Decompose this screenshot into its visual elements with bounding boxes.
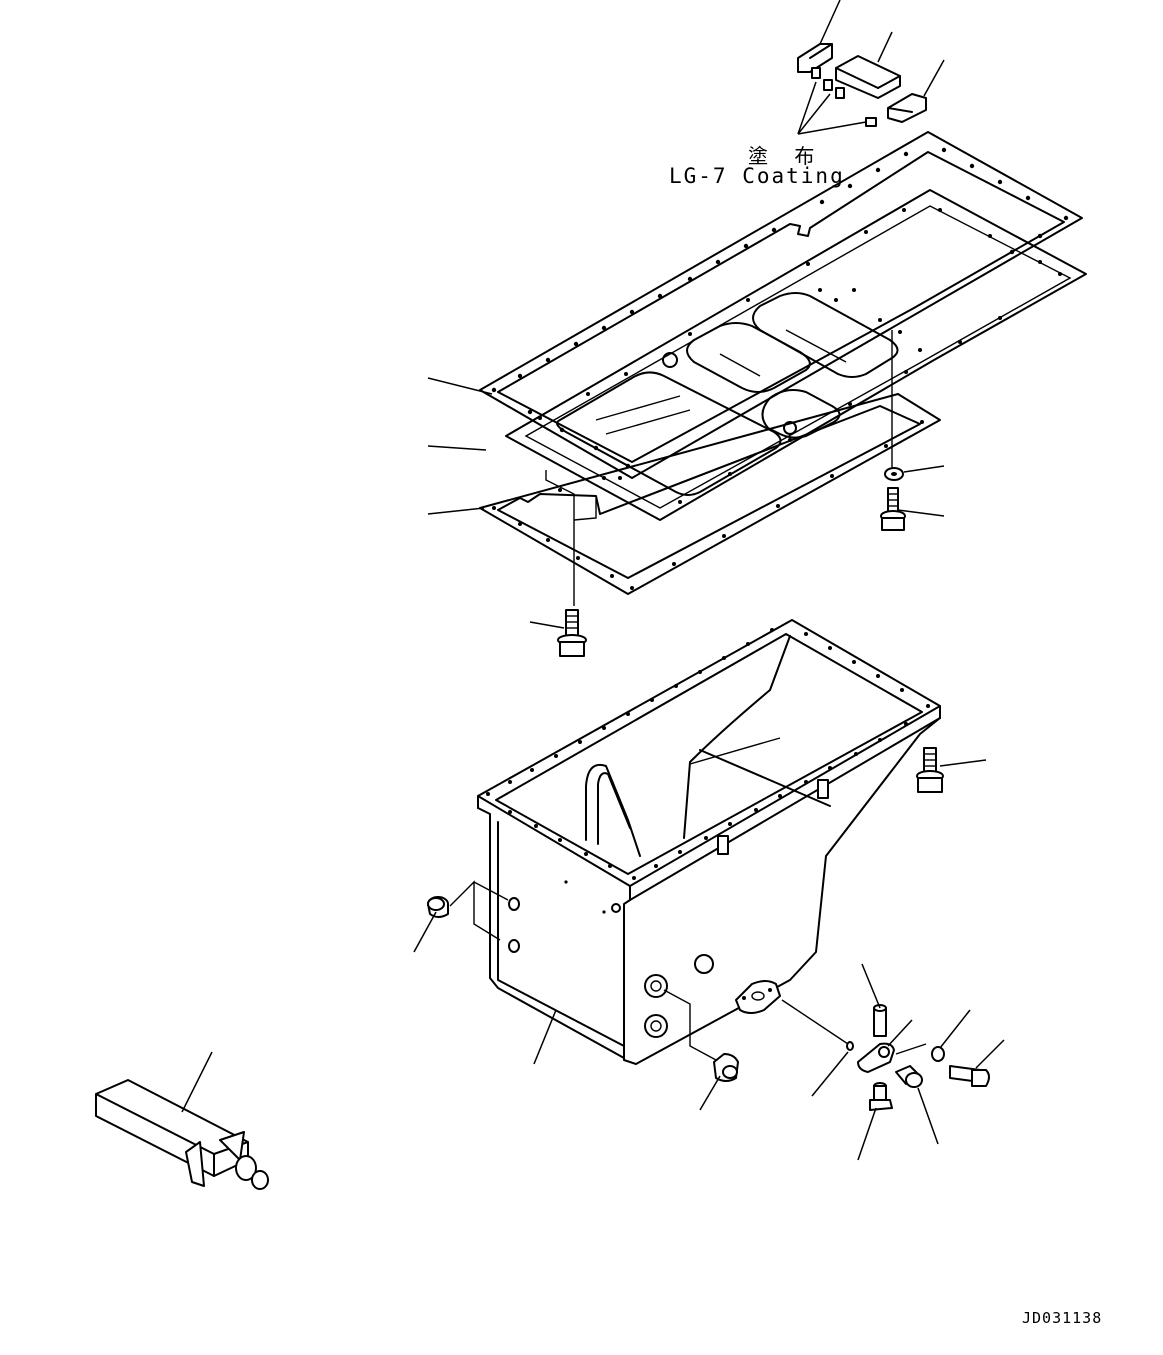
- spacer-block-middle: [835, 55, 901, 99]
- cover-plate-holes: [538, 208, 1062, 504]
- drawing-number: JD031138: [1022, 1309, 1103, 1327]
- upper-gasket: [479, 131, 1083, 479]
- spacer-block-right: [887, 93, 927, 123]
- coating-leader-lines: [797, 0, 945, 135]
- bolt-plate-right: [880, 487, 906, 531]
- oil-pan-flange-holes: [486, 628, 930, 880]
- lower-gasket: [479, 393, 941, 595]
- callout-leaders: [181, 377, 1005, 1161]
- drain-plug: [663, 989, 739, 1082]
- lower-gasket-holes: [492, 420, 924, 590]
- drain-tool: [95, 1079, 269, 1190]
- oil-pan: [477, 619, 941, 1065]
- drain-valve-assembly: [781, 999, 990, 1111]
- coating-note-japanese: 塗 布: [748, 144, 825, 168]
- bolt-gasket-center: [557, 609, 587, 657]
- cover-plate: [505, 189, 1087, 521]
- upper-gasket-holes: [491, 147, 1069, 469]
- coating-note-english: LG-7 Coating: [669, 164, 845, 188]
- assembly-guide-lines: [545, 330, 893, 606]
- bolt-pan-right: [916, 747, 944, 793]
- washer-right: [884, 467, 904, 481]
- plug-left: [427, 880, 509, 941]
